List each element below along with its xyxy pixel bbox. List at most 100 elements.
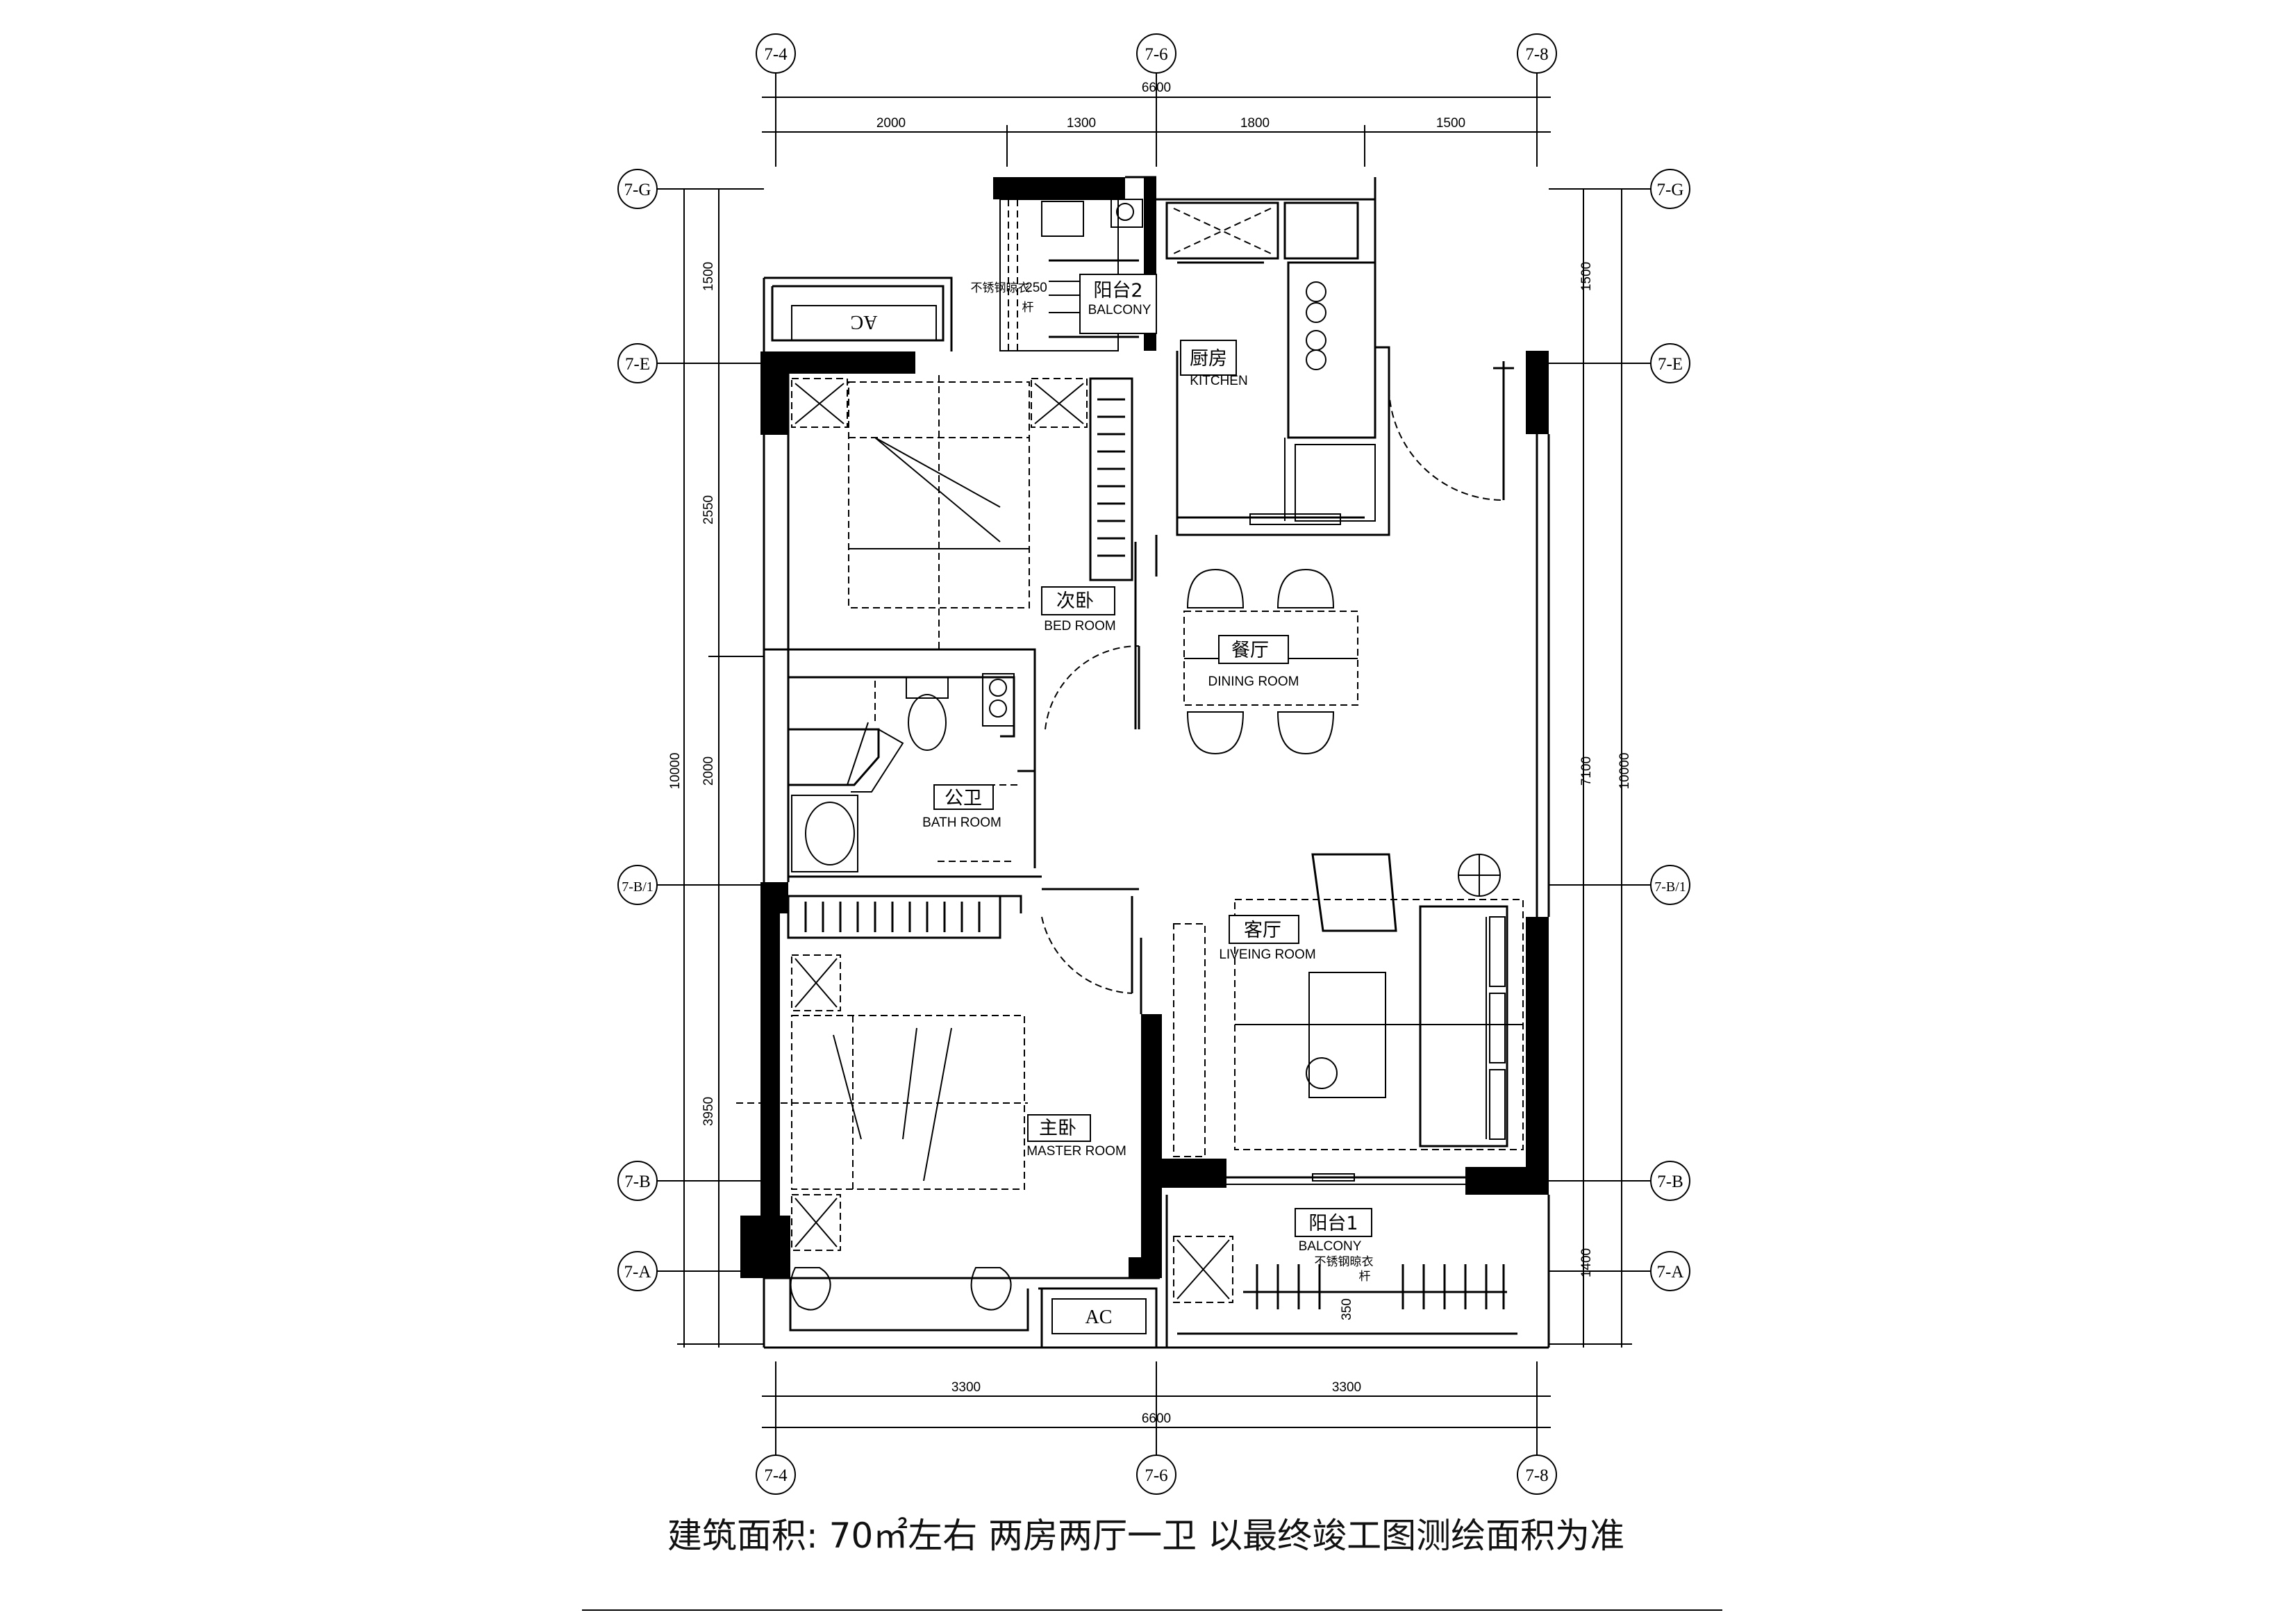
door-bedroom-swing xyxy=(1045,645,1140,730)
right-dim-1: 1500 xyxy=(1579,262,1594,291)
rack-bottom-note-2: 杆 xyxy=(1359,1270,1371,1284)
bedroom-label: BED ROOM xyxy=(1044,619,1115,633)
living-area: 客厅 LIVEING ROOM xyxy=(1173,853,1524,1185)
axis-right-7-G: 7-G xyxy=(1657,181,1684,199)
planter xyxy=(970,1267,1012,1311)
bottom-total-dim: 6600 xyxy=(1142,1411,1171,1426)
dining-area: 餐厅 DINING ROOM xyxy=(1183,568,1358,755)
bathroom-name: 公卫 xyxy=(945,788,982,809)
axis-top-7-8: 7-8 xyxy=(1525,45,1548,64)
rack-top-note: 不锈钢晾衣 xyxy=(971,281,1030,295)
wardrobe-master xyxy=(787,895,1001,939)
balcony1-area: 阳台1 BALCONY 不锈钢晾衣 杆 350 xyxy=(1173,1208,1507,1320)
balcony2-name: 阳台2 xyxy=(1093,280,1142,301)
master-wardrobe-hangers xyxy=(804,902,981,932)
door-master-swing xyxy=(1041,916,1133,994)
master-area: 主卧 MASTER ROOM xyxy=(736,895,1142,1311)
left-total-dim: 10000 xyxy=(668,753,683,790)
axis-bubbles: 7-4 7-6 7-8 7-4 7-6 7-8 7-G 7-E 7-B/1 7-… xyxy=(617,33,1690,1495)
axis-right-7-E: 7-E xyxy=(1658,355,1683,374)
axis-left-7-B1: 7-B/1 xyxy=(622,879,654,895)
axis-bottom-7-4: 7-4 xyxy=(764,1466,788,1485)
ac-top-label: AC xyxy=(851,311,878,333)
left-dim-4: 3950 xyxy=(701,1097,716,1126)
axis-bottom-7-6: 7-6 xyxy=(1145,1466,1167,1485)
balcony1-label: BALCONY xyxy=(1299,1239,1362,1254)
washing-machine xyxy=(1041,201,1084,237)
top-dim-3: 1800 xyxy=(1240,116,1270,131)
kitchen-counter-east xyxy=(1287,261,1376,439)
column-sw xyxy=(740,1216,790,1278)
top-dim-4: 1500 xyxy=(1436,116,1465,131)
bed-secondary xyxy=(848,381,1030,608)
axis-bottom-7-8: 7-8 xyxy=(1525,1466,1548,1485)
bedroom-name: 次卧 xyxy=(1056,590,1094,612)
bottom-dimension-chain: 3300 3300 6600 xyxy=(762,1361,1551,1441)
wardrobe-bedroom xyxy=(1089,377,1133,581)
axis-right-7-A: 7-A xyxy=(1657,1263,1684,1282)
bottom-dim-1: 3300 xyxy=(951,1380,981,1395)
balcony1-dim: 350 xyxy=(1340,1298,1354,1320)
axis-top-7-6: 7-6 xyxy=(1145,45,1167,64)
balcony1-name: 阳台1 xyxy=(1308,1213,1358,1234)
armchair xyxy=(1311,853,1397,932)
kitchen-label: KITCHEN xyxy=(1190,374,1247,388)
planter xyxy=(790,1267,831,1311)
bathroom-area: 公卫 BATH ROOM xyxy=(788,673,1015,872)
ac-unit-top: AC xyxy=(791,305,937,341)
caption: 建筑面积: 70㎡左右 两房两厅一卫 以最终竣工图测绘面积为准 xyxy=(667,1516,1624,1556)
kitchen-area: 厨房 KITCHEN xyxy=(1165,201,1376,525)
master-label: MASTER ROOM xyxy=(1026,1144,1126,1159)
door-entry-swing xyxy=(1388,388,1504,501)
left-dim-2: 2550 xyxy=(701,495,716,524)
living-name: 客厅 xyxy=(1244,920,1281,941)
balcony2-dim: 250 xyxy=(1025,281,1047,295)
tv-cabinet xyxy=(1173,923,1206,1157)
axis-left-7-E: 7-E xyxy=(625,355,650,374)
axis-top-7-4: 7-4 xyxy=(764,45,788,64)
kitchen-name: 厨房 xyxy=(1190,348,1227,370)
column-east-lower xyxy=(1526,917,1549,1195)
wall-living-south-left xyxy=(1141,1159,1226,1188)
wardrobe-hangers xyxy=(1097,398,1125,557)
living-label: LIVEING ROOM xyxy=(1219,947,1315,962)
dining-chair xyxy=(1276,568,1335,608)
axis-right-7-B1: 7-B/1 xyxy=(1654,879,1686,895)
bathroom-label: BATH ROOM xyxy=(922,815,1001,830)
right-dim-2: 7100 xyxy=(1579,756,1594,786)
column-nw xyxy=(760,351,788,435)
toilet-tank xyxy=(906,677,949,699)
dining-chair xyxy=(1186,711,1245,755)
top-dim-2: 1300 xyxy=(1067,116,1096,131)
doors xyxy=(972,361,1514,994)
sofa xyxy=(1419,905,1508,1147)
wall-master-east xyxy=(1141,1014,1162,1278)
top-dim-1: 2000 xyxy=(876,116,906,131)
balcony1-rack xyxy=(1256,1264,1505,1309)
rack-top-note-2: 杆 xyxy=(1022,301,1034,315)
bedroom-area: 次卧 BED ROOM xyxy=(791,375,1133,649)
right-total-dim: 10000 xyxy=(1617,753,1632,790)
dining-chair xyxy=(1186,568,1245,608)
dining-chair xyxy=(1276,711,1335,755)
dining-label: DINING ROOM xyxy=(1208,674,1299,689)
ac-bottom-label: AC xyxy=(1085,1307,1113,1328)
balcony2-label: BALCONY xyxy=(1088,303,1151,317)
bottom-dim-2: 3300 xyxy=(1332,1380,1361,1395)
wash-basin xyxy=(791,795,858,872)
coffee-table xyxy=(1308,972,1386,1098)
axis-left-7-B: 7-B xyxy=(624,1173,651,1191)
rack-bottom-note: 不锈钢晾衣 xyxy=(1315,1255,1374,1269)
ac-unit-bottom: AC xyxy=(1040,1287,1158,1349)
dining-name: 餐厅 xyxy=(1231,640,1269,661)
kitchen-sink xyxy=(1165,201,1279,260)
left-dim-1: 1500 xyxy=(701,262,716,291)
balcony2-area: 阳台2 BALCONY 不锈钢晾衣 杆 250 xyxy=(971,199,1157,351)
right-dim-3: 1400 xyxy=(1579,1248,1594,1277)
axis-left-7-G: 7-G xyxy=(624,181,651,199)
axis-right-7-B: 7-B xyxy=(1657,1173,1683,1191)
column-east-upper xyxy=(1526,351,1549,434)
walls xyxy=(740,176,1550,1349)
axis-left-7-A: 7-A xyxy=(624,1263,651,1282)
